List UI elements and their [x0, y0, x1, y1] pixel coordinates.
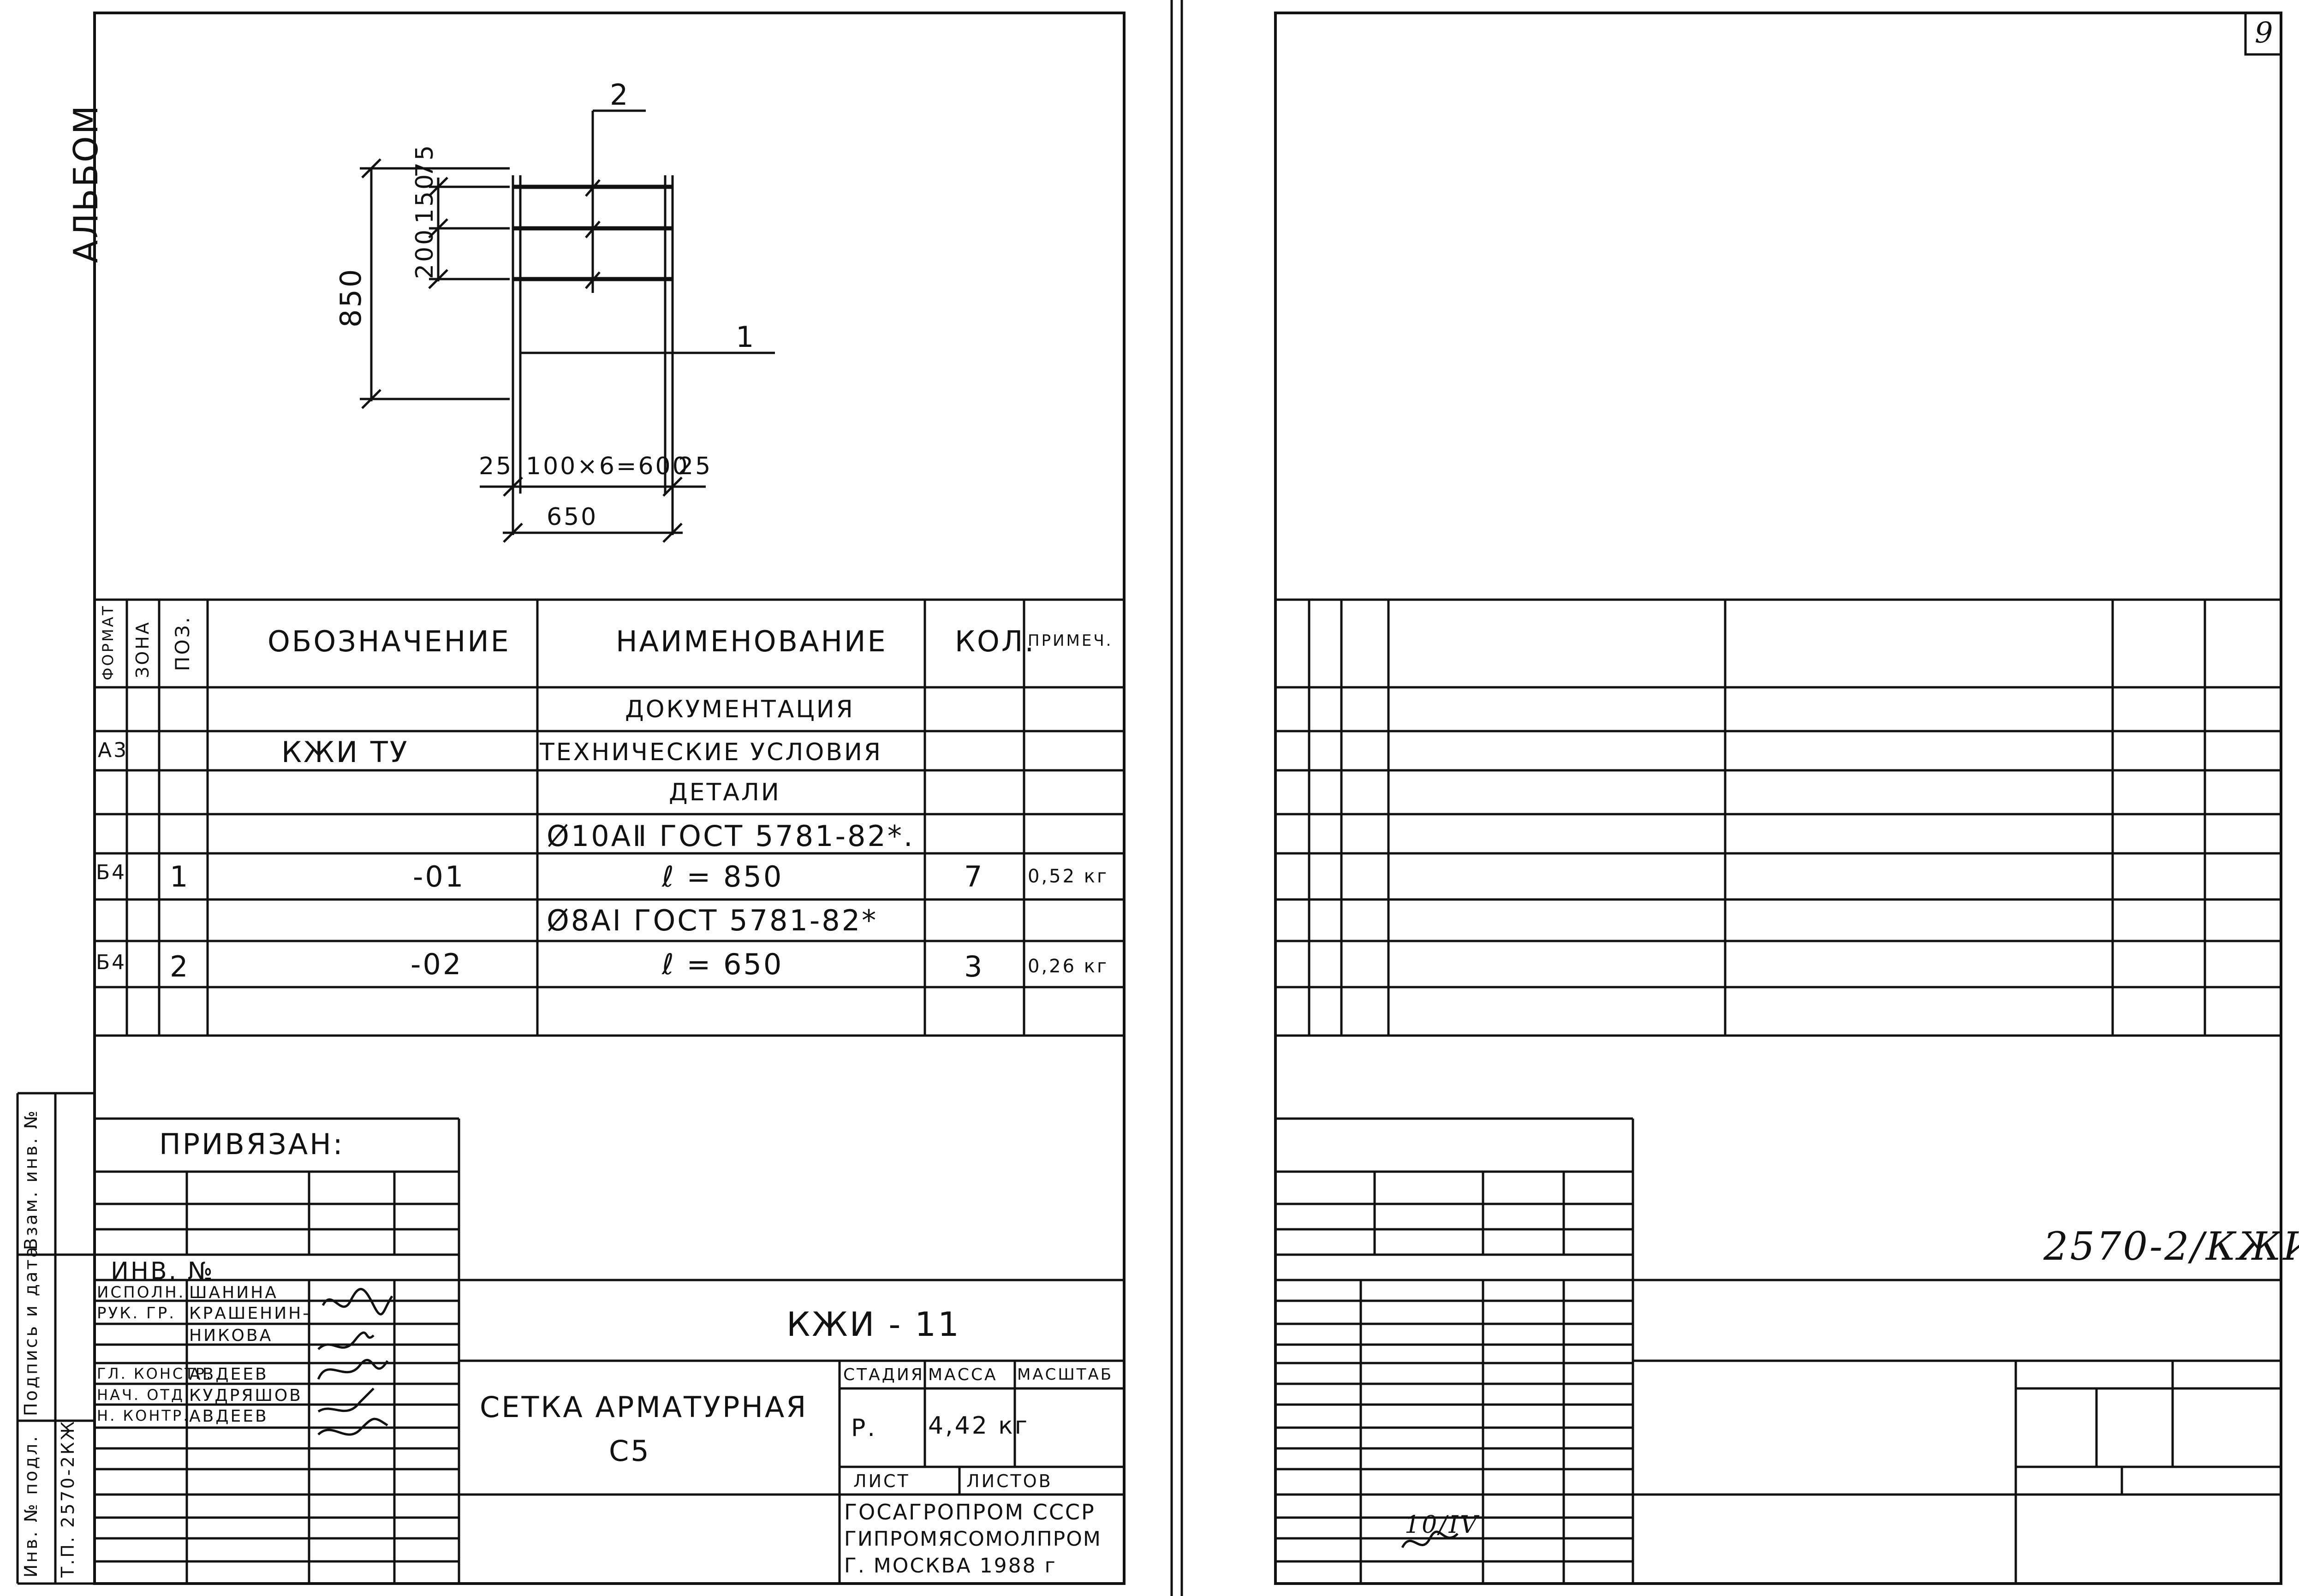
org-line-1: ГОСАГРОПРОМ СССР [844, 1500, 1096, 1525]
mesh-drawing [360, 109, 775, 543]
page-number: 9 [2255, 16, 2275, 49]
row-format: А3 [98, 738, 129, 762]
row-designation: -01 [413, 860, 465, 893]
mass-label: МАССА [928, 1365, 998, 1384]
dim-200: 200 [411, 227, 439, 279]
dim-650: 650 [547, 503, 598, 531]
page-number-box [2244, 12, 2282, 56]
title-line-1: СЕТКА АРМАТУРНАЯ [480, 1390, 808, 1424]
side-stamp-lines [16, 1092, 95, 1585]
row-designation: -02 [411, 947, 463, 981]
role-label: Н. КОНТР. [97, 1407, 190, 1424]
role-name: КРАШЕНИН- [189, 1304, 311, 1323]
title-block-lines [95, 1279, 1124, 1584]
privyazan-block-lines [95, 1117, 460, 1584]
header-note: ПРИМЕЧ. [1028, 631, 1113, 650]
role-label: РУК. ГР. [97, 1304, 176, 1322]
row-name: ДОКУМЕНТАЦИЯ [625, 696, 855, 723]
role-name: АВДЕЕВ [189, 1407, 268, 1426]
inv-no-label: ИНВ. № [111, 1257, 214, 1285]
side-stamp-tp: Т.П. 2570-2КЖ [58, 1419, 78, 1578]
role-label: НАЧ. ОТД. [97, 1386, 191, 1404]
row-name: ТЕХНИЧЕСКИЕ УСЛОВИЯ [540, 738, 882, 766]
dim-25-left: 25 [479, 453, 513, 480]
row-designation: КЖИ ТУ [281, 735, 409, 769]
right-title-block [1275, 1117, 2281, 1584]
side-stamp-inv: Инв. № подл. [21, 1434, 41, 1578]
header-name: НАИМЕНОВАНИЕ [616, 625, 887, 658]
dim-spacing: 100×6=600 [526, 453, 690, 480]
left-sheet-frame [93, 12, 1126, 1585]
row-qty: 3 [964, 950, 984, 983]
row-pos: 2 [170, 950, 190, 983]
role-name: КУДРЯШОВ [189, 1386, 303, 1405]
role-label: ИСПОЛН. [97, 1283, 185, 1302]
pos-label-1: 1 [736, 320, 756, 354]
stage-label: СТАДИЯ [843, 1365, 924, 1384]
row-note: 0,26 кг [1028, 956, 1108, 977]
header-designation: ОБОЗНАЧЕНИЕ [268, 625, 511, 658]
spec-table-lines [95, 598, 1124, 1037]
dim-150: 150 [411, 172, 439, 224]
project-code: 2570-2/КЖИ [2043, 1224, 2299, 1269]
row-format: Б4 [96, 951, 127, 974]
header-pos: ПОЗ. [171, 615, 194, 671]
signatures [317, 1288, 1459, 1548]
pos-label-2: 2 [610, 78, 630, 112]
sheets-label: ЛИСТОВ [966, 1471, 1053, 1491]
dim-25-right: 25 [678, 453, 713, 480]
header-zone: ЗОНА [132, 620, 153, 678]
side-stamp-replace: Взам. инв. № [21, 1108, 41, 1250]
doc-code: КЖИ - 11 [786, 1305, 961, 1344]
sheet-label: ЛИСТ [853, 1471, 910, 1491]
org-line-3: Г. МОСКВА 1988 г [844, 1554, 1057, 1578]
row-name: ℓ = 650 [662, 947, 784, 981]
side-stamp-signature: Подпись и дата [21, 1245, 41, 1416]
header-format: ФОРМАТ [99, 604, 117, 680]
org-line-2: ГИПРОМЯСОМОЛПРОМ [844, 1527, 1102, 1551]
row-name: Ø8АⅠ ГОСТ 5781-82* [547, 904, 878, 937]
dim-850: 850 [334, 267, 368, 328]
row-format: Б4 [96, 861, 127, 884]
stage-value: Р. [851, 1414, 877, 1442]
right-spec-grid [1275, 598, 2281, 1037]
privyazan-label: ПРИВЯЗАН: [159, 1127, 345, 1161]
role-name: ШАНИНА [189, 1283, 278, 1302]
row-name: Ø10АⅡ ГОСТ 5781-82*. [547, 819, 915, 853]
role-label: ГЛ. КОНСТР. [97, 1365, 213, 1382]
role-name: АВДЕЕВ [189, 1365, 268, 1384]
row-name: ДЕТАЛИ [669, 779, 781, 806]
scale-label: МАСШТАБ [1017, 1365, 1114, 1384]
row-name: ℓ = 850 [662, 860, 784, 893]
row-note: 0,52 кг [1028, 866, 1108, 887]
mass-value: 4,42 кг [928, 1412, 1030, 1440]
handwritten-note: 10/IV [1405, 1511, 1479, 1539]
header-qty: КОЛ. [955, 625, 1036, 658]
row-pos: 1 [170, 860, 190, 893]
album-label: АЛЬБОМ [66, 104, 105, 263]
title-line-2: С5 [609, 1434, 651, 1468]
row-qty: 7 [964, 860, 984, 893]
role-name: НИКОВА [189, 1326, 273, 1345]
right-sheet-frame [1274, 12, 2282, 1585]
